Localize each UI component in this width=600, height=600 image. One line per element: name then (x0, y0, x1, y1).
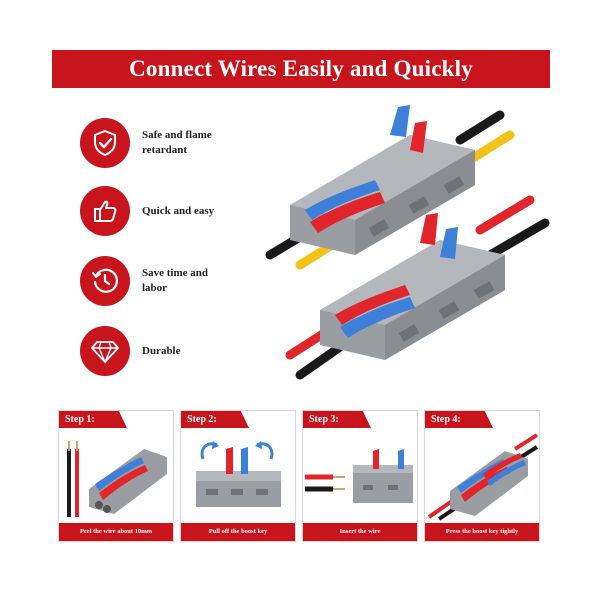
lower-connector (285, 195, 550, 380)
step-caption: Pull off the boost key (181, 523, 295, 541)
step-illustration (305, 449, 413, 503)
feature-label: Durable (142, 344, 181, 357)
step-caption: Peel the wire about 10mm (59, 523, 173, 541)
step-card: Step 1: Peel the wire about 10mm (58, 410, 174, 542)
step-card: Step 3: Insert the wire (302, 410, 418, 542)
step-illustration (67, 441, 167, 517)
banner-title: Connect Wires Easily and Quickly (129, 56, 473, 81)
feature-item: Save time and labor (80, 256, 232, 306)
step-illustration (427, 433, 539, 521)
step-title: Step 2: (181, 411, 249, 428)
header-banner: Connect Wires Easily and Quickly (52, 50, 550, 88)
step-title: Step 4: (425, 411, 493, 428)
feature-item: Quick and easy (80, 186, 232, 236)
step-caption: Insert the wire (303, 523, 417, 541)
feature-label: Safe and flame retardant (142, 129, 212, 156)
feature-item: Safe and flame retardant (80, 118, 232, 168)
thumbs-up-icon (80, 186, 130, 236)
installation-steps: Step 1: Peel the wire about 10mm Step 2: (58, 410, 542, 542)
feature-label: Quick and easy (142, 204, 215, 217)
step-card: Step 2: Pull off the boost key (180, 410, 296, 542)
upper-connector (265, 105, 515, 270)
diamond-icon (80, 326, 130, 376)
shield-check-icon (80, 118, 130, 168)
step-card: Step 4: Press the boost key tightly (424, 410, 540, 542)
connector-product-image (265, 105, 550, 380)
feature-item: Durable (80, 326, 232, 376)
step-caption: Press the boost key tightly (425, 523, 539, 541)
step-illustration (196, 441, 281, 507)
step-title: Step 1: (59, 411, 127, 428)
clock-history-icon (80, 256, 130, 306)
step-title: Step 3: (303, 411, 371, 428)
feature-label: Save time and labor (142, 267, 208, 294)
